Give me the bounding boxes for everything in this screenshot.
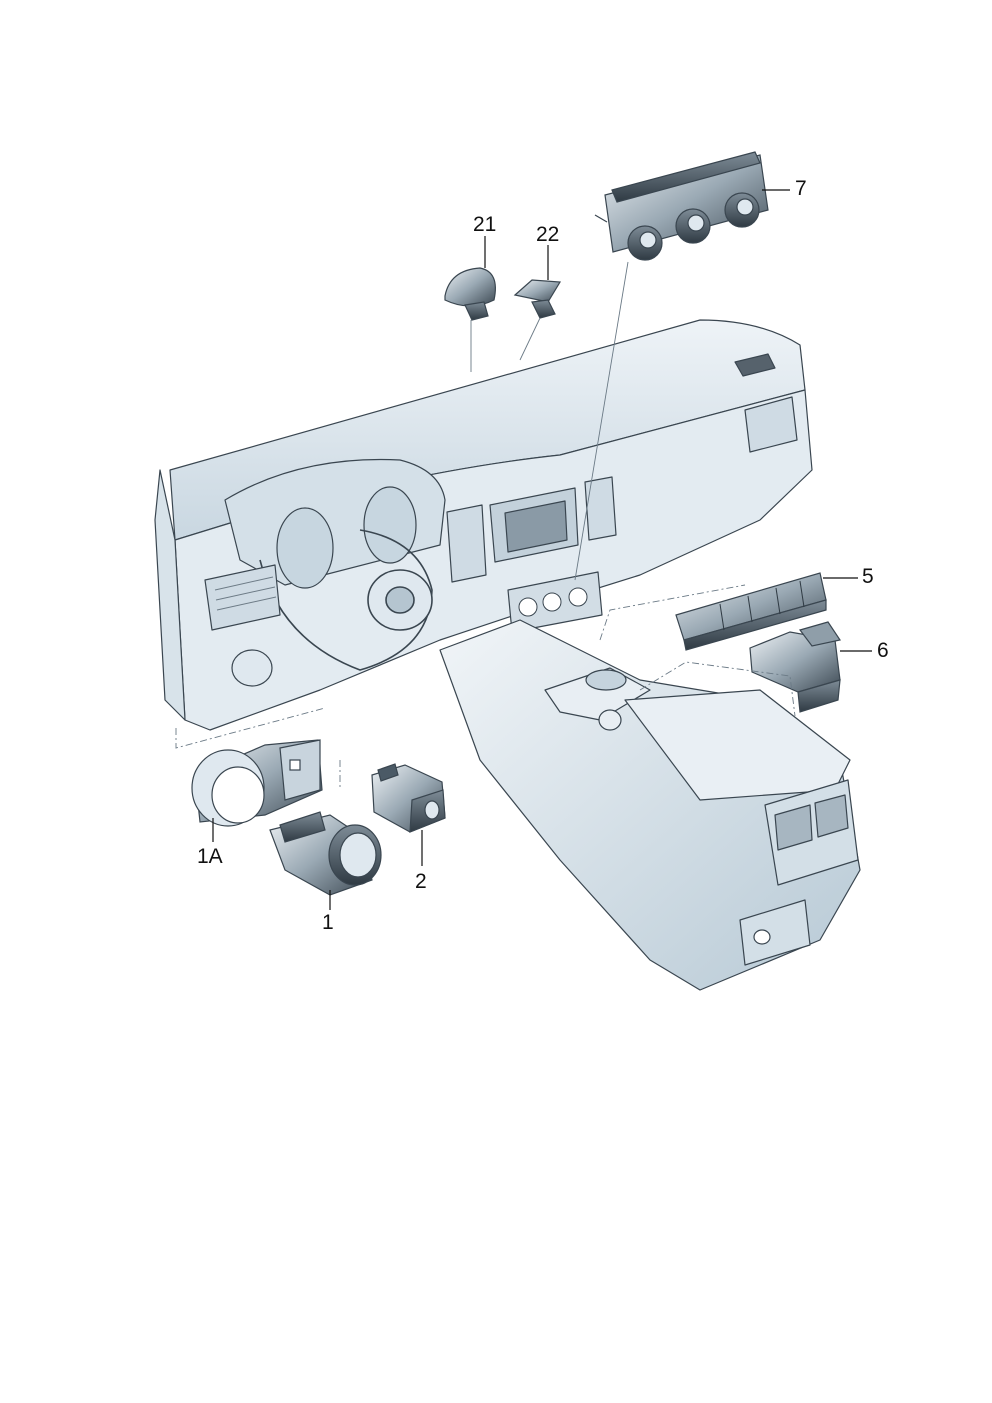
instrument-cluster <box>276 486 417 589</box>
gear-knob <box>598 709 622 731</box>
part-21-trim-cap <box>444 267 496 321</box>
center-console-illustration <box>439 619 861 991</box>
callout-2: 2 <box>415 870 427 893</box>
cup-holder <box>585 669 627 691</box>
assembly-dash-lines <box>175 584 796 790</box>
callout-22: 22 <box>536 223 560 246</box>
part-2-control-module <box>371 763 446 833</box>
steering-wheel <box>259 529 433 671</box>
callout-21: 21 <box>473 213 497 236</box>
part-22-sensor <box>513 279 562 319</box>
defrost-grille <box>734 353 776 377</box>
center-right-vent <box>584 476 617 541</box>
center-left-vent <box>446 504 487 583</box>
light-switch-socket <box>231 649 273 687</box>
rear-socket-panel <box>739 899 811 966</box>
part-6-switch-block <box>749 621 841 713</box>
part-7-climate-control-unit <box>594 151 769 261</box>
part-1a-trim-ring <box>191 739 323 827</box>
assembly-trace-lines <box>470 261 629 581</box>
callout-1: 1 <box>322 911 334 934</box>
dashboard-illustration <box>154 319 813 731</box>
leader-lines <box>212 189 872 910</box>
part-1-light-switch <box>269 811 382 896</box>
callout-5: 5 <box>862 565 874 588</box>
dashboard-left-side <box>154 469 186 721</box>
callout-1a: 1A <box>197 845 223 868</box>
part-5-switch-strip <box>675 572 827 651</box>
callout-7: 7 <box>795 177 807 200</box>
left-air-vent <box>204 564 281 631</box>
armrest <box>624 689 851 801</box>
callout-6: 6 <box>877 639 889 662</box>
right-air-vent <box>744 396 798 453</box>
